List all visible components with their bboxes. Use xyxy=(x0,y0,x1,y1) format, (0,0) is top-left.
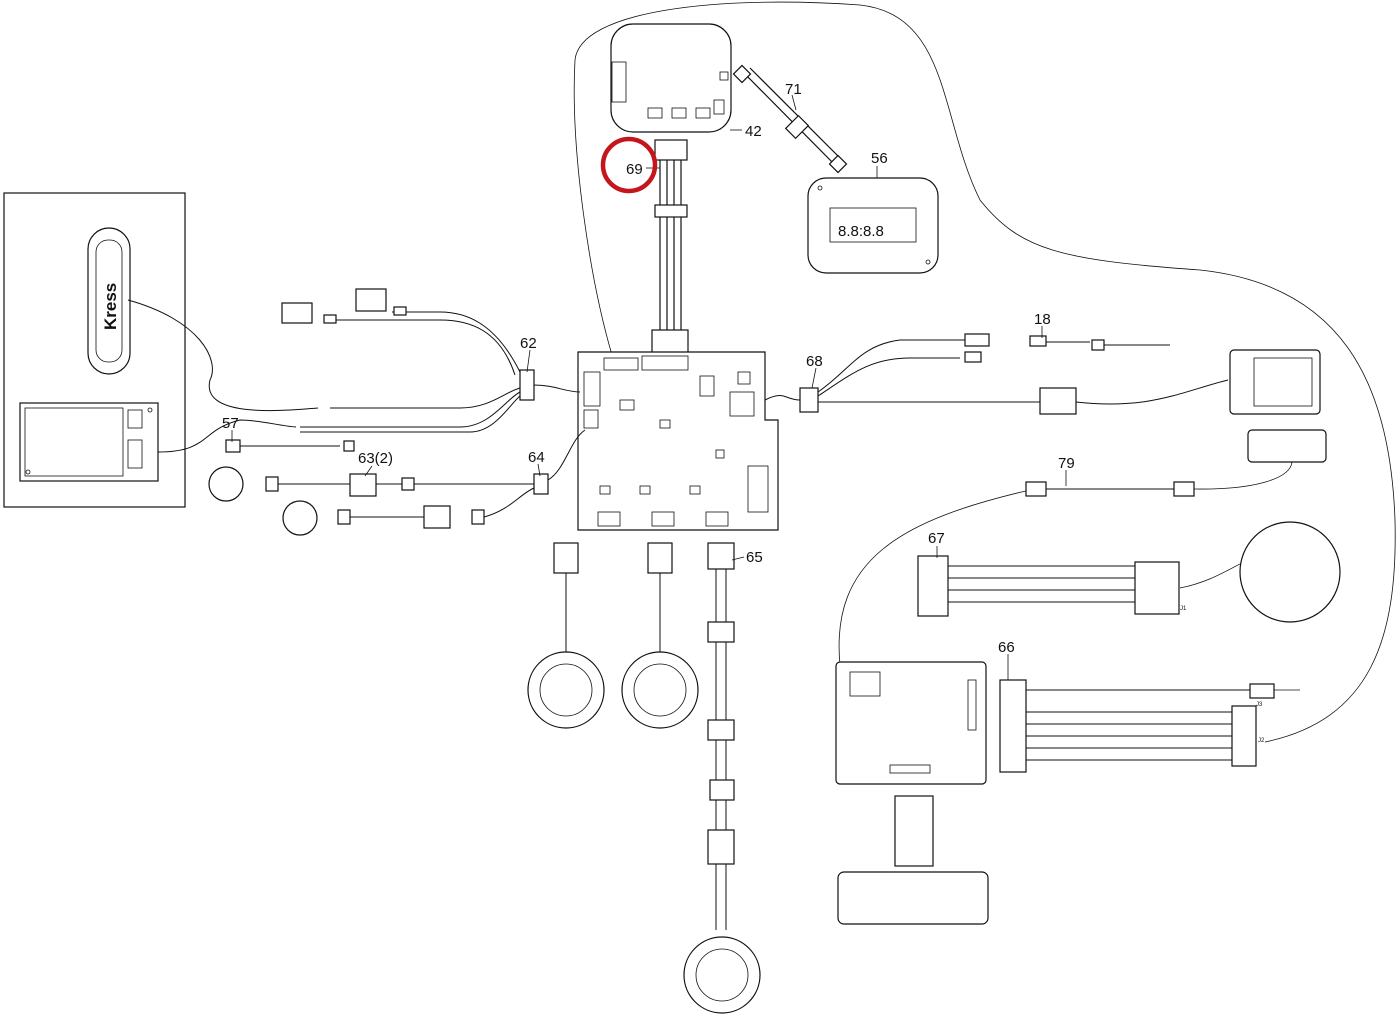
kress-logo: Kress xyxy=(101,283,120,330)
callout-79: 79 xyxy=(1058,455,1075,472)
connector-tag-j1: J1 xyxy=(1180,606,1187,612)
kress-sensor: Kress xyxy=(87,227,131,375)
callout-68: 68 xyxy=(806,353,823,370)
callout-71: 71 xyxy=(785,81,802,98)
cable-79 xyxy=(838,461,1293,666)
sensor-cable xyxy=(127,299,319,412)
right-module xyxy=(1229,349,1321,415)
callout-67: 67 xyxy=(928,530,945,547)
cable-65 xyxy=(683,542,761,1014)
cable-69 xyxy=(651,139,689,355)
sensor-18 xyxy=(1029,335,1170,351)
sensor-left xyxy=(527,542,605,729)
sensor-enclosure: Kress xyxy=(3,192,186,508)
callout-18: 18 xyxy=(1034,311,1051,328)
callout-63: 63(2) xyxy=(358,450,393,467)
connector-tag-j2: J2 xyxy=(1258,738,1265,744)
svg-text:8.8:8.8: 8.8:8.8 xyxy=(838,223,884,240)
cable-64 xyxy=(414,429,586,518)
callout-65: 65 xyxy=(746,549,763,566)
main-board xyxy=(577,351,779,531)
harness-top-left xyxy=(281,288,521,376)
board-cable xyxy=(157,419,297,453)
callout-69: 69 xyxy=(626,161,643,178)
cable-62 xyxy=(300,369,581,433)
callout-57: 57 xyxy=(222,415,239,432)
callout-64: 64 xyxy=(528,449,545,466)
loop-cable xyxy=(573,1,1396,743)
cable-63 xyxy=(208,466,485,536)
cable-57 xyxy=(225,439,355,453)
callout-42: 42 xyxy=(745,123,762,140)
cable-67 xyxy=(917,521,1341,623)
sensor-middle xyxy=(621,542,699,729)
highlight-circle xyxy=(600,136,658,194)
camera-board xyxy=(19,402,159,482)
lower-board xyxy=(835,661,989,925)
callout-66: 66 xyxy=(998,639,1015,656)
cable-66 xyxy=(999,679,1300,773)
right-box xyxy=(1247,429,1327,463)
display-panel: 8.8:8.8 xyxy=(807,177,939,274)
callout-56: 56 xyxy=(871,150,888,167)
top-board xyxy=(610,23,732,133)
connector-tag-j3: J3 xyxy=(1256,702,1263,708)
cable-68 xyxy=(764,333,1229,415)
callout-62: 62 xyxy=(520,335,537,352)
cable-71 xyxy=(732,64,848,174)
